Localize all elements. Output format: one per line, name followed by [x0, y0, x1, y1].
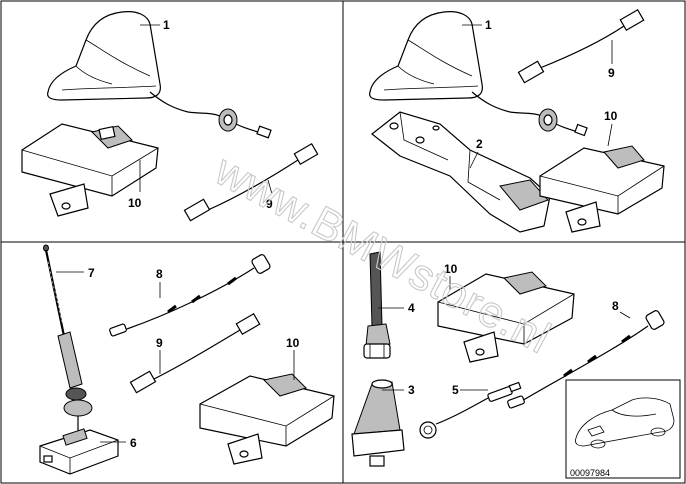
- panel-top-right: 1 9 10 2: [369, 8, 665, 233]
- label-part-8-bottom-right: 8: [612, 299, 619, 313]
- catalog-code: 00097984: [570, 468, 610, 478]
- rod-antenna-7: [43, 244, 93, 434]
- label-part-10-top-left: 10: [128, 196, 142, 210]
- panel-top-left: 1 10 9: [21, 11, 319, 222]
- label-part-1-top-left: 1: [163, 18, 170, 32]
- antenna-base-3: [351, 379, 405, 467]
- label-part-4-bottom-right: 4: [408, 301, 415, 315]
- label-part-9-top-left: 9: [266, 197, 273, 211]
- panel-bottom-right: 10 4 8 3 5 00097984: [351, 251, 681, 479]
- label-part-6-bottom-left: 6: [130, 436, 137, 450]
- control-module-10: [21, 123, 159, 217]
- label-part-9-bottom-left: 9: [156, 336, 163, 350]
- control-module-10-bottom-right: [437, 271, 575, 363]
- label-part-10-top-right: 10: [604, 109, 618, 123]
- stub-antenna-4: [363, 251, 391, 359]
- cable-8-bottom-left: [109, 254, 271, 337]
- cable-9-bottom-left: [129, 312, 261, 394]
- label-part-2-top-right: 2: [476, 137, 483, 151]
- label-part-10-bottom-left: 10: [286, 336, 300, 350]
- car-thumbnail: [565, 379, 681, 479]
- label-part-9-top-right: 9: [608, 66, 615, 80]
- label-part-10-bottom-right: 10: [444, 262, 458, 276]
- antenna-base-6: [39, 428, 119, 475]
- shark-fin-antenna: [47, 11, 272, 139]
- label-part-5-bottom-right: 5: [452, 383, 459, 397]
- control-module-10-right: [539, 145, 665, 233]
- panel-bottom-left: 7 8 9 10 6: [39, 244, 335, 475]
- bracket-2: [371, 111, 551, 233]
- cable-5: [419, 381, 522, 439]
- label-part-1-top-right: 1: [485, 18, 492, 32]
- cable-9-top-left: [183, 142, 319, 222]
- control-module-10-bottom-left: [199, 373, 335, 465]
- label-part-7-bottom-left: 7: [88, 266, 95, 280]
- shark-fin-antenna-right: [369, 11, 588, 137]
- cable-8-bottom-right: [507, 310, 665, 409]
- label-part-8-bottom-left: 8: [156, 267, 163, 281]
- cable-9-top-right: [517, 8, 645, 84]
- label-part-3-bottom-right: 3: [408, 383, 415, 397]
